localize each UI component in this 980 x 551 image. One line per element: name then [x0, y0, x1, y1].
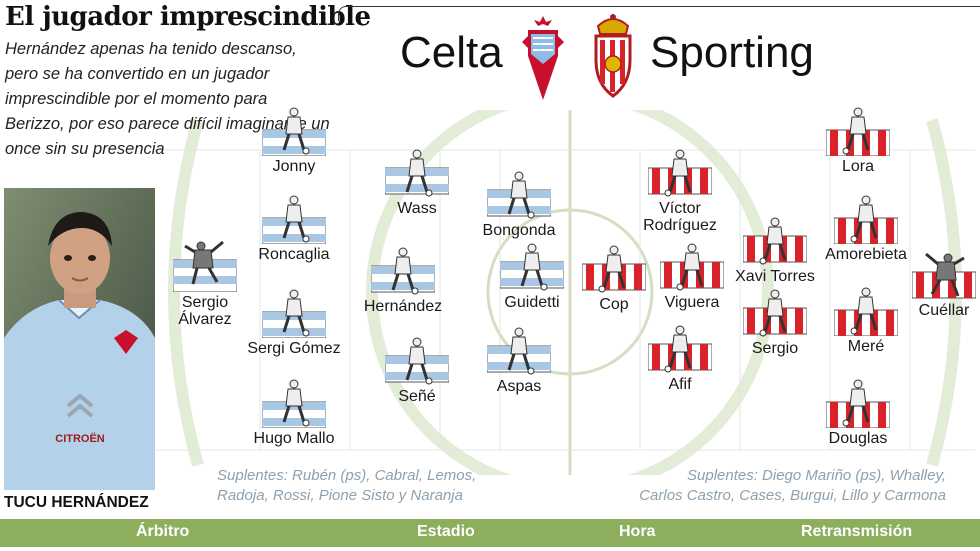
headline: El jugador imprescindible [5, 2, 371, 32]
player-figure-icon [385, 337, 449, 385]
player-sporting-sergio: Sergio [715, 288, 835, 378]
player-figure-icon [262, 289, 326, 338]
player-name: Guidetti [504, 294, 560, 311]
player-name: Aspas [496, 378, 542, 395]
player-celta-sergi-gomez: Sergi Gómez [234, 288, 354, 378]
player-photo: CITROËN [4, 188, 155, 490]
player-figure-icon [262, 379, 326, 428]
player-figure-icon [743, 217, 807, 265]
player-name: Víctor Rodríguez [643, 200, 717, 234]
player-name: Cuéllar [918, 302, 970, 319]
sporting-subs: Suplentes: Diego Mariño (ps), Whalley, C… [639, 467, 946, 504]
referee-label: Árbitro [136, 523, 190, 540]
shirt-sponsor: CITROËN [55, 432, 105, 445]
player-figure-icon [262, 107, 326, 156]
player-figure-icon [582, 245, 646, 293]
player-figure-icon [385, 149, 449, 197]
player-name: Sergio [751, 340, 799, 357]
player-celta-guidetti: Guidetti [472, 242, 592, 332]
player-sporting-amorebieta: Amorebieta [806, 194, 926, 284]
home-team-name: Celta [400, 28, 503, 77]
player-name: Afif [668, 376, 692, 393]
player-celta-goalkeeper: Sergio Álvarez [145, 238, 265, 328]
player-celta-roncaglia: Roncaglia [234, 194, 354, 284]
player-celta-hugo-mallo: Hugo Mallo [234, 378, 354, 468]
player-name: Sergio Álvarez [178, 294, 232, 328]
player-figure-icon [500, 243, 564, 291]
player-sporting-cop: Cop [554, 244, 674, 334]
celta-crest-icon [522, 16, 564, 100]
player-sporting-afif: Afif [620, 324, 740, 414]
goalkeeper-figure-icon [173, 240, 237, 292]
player-figure-icon [743, 289, 807, 337]
header-bracket [338, 6, 980, 21]
player-name: Bongonda [482, 222, 556, 239]
player-name: Hernández [363, 298, 443, 315]
player-celta-hernandez: Hernández [343, 246, 463, 336]
sporting-crest-icon [594, 14, 632, 98]
intro-text: Hernández apenas ha tenido descanso, per… [5, 40, 330, 158]
player-name: Viguera [664, 294, 720, 311]
away-team-name: Sporting [650, 28, 814, 77]
player-celta-sene: Señé [357, 336, 477, 426]
player-name: Señé [398, 388, 436, 405]
player-celta-jonny: Jonny [234, 106, 354, 196]
match-info-bar: Árbitro Estadio Hora Retransmisión [0, 519, 980, 547]
player-name: Xavi Torres [735, 268, 815, 285]
player-figure-icon [648, 325, 712, 373]
player-figure-icon [834, 287, 898, 336]
player-figure-icon [660, 243, 724, 291]
player-sporting-viguera: Viguera [632, 242, 752, 332]
player-figure-icon [648, 149, 712, 197]
player-figure-icon [826, 107, 890, 156]
player-name: Amorebieta [825, 246, 907, 263]
player-figure-icon [487, 327, 551, 375]
player-name: Lora [841, 158, 875, 175]
player-sporting-goalkeeper: Cuéllar [884, 250, 980, 340]
player-name: Hugo Mallo [253, 430, 335, 447]
player-celta-wass: Wass [357, 148, 477, 238]
stadium-label: Estadio [417, 523, 475, 540]
player-name: Cop [599, 296, 629, 313]
player-sporting-douglas: Douglas [798, 378, 918, 468]
player-figure-icon [262, 195, 326, 244]
player-name: Douglas [828, 430, 888, 447]
player-name: Jonny [272, 158, 316, 175]
player-name: Wass [397, 200, 437, 217]
player-sporting-victor-rodriguez: Víctor Rodríguez [620, 148, 740, 238]
player-figure-icon [487, 171, 551, 219]
player-name: Meré [847, 338, 885, 355]
player-celta-bongonda: Bongonda [459, 170, 579, 260]
player-celta-aspas: Aspas [459, 326, 579, 416]
player-figure-icon [371, 247, 435, 295]
time-label: Hora [619, 523, 656, 540]
celta-subs: Suplentes: Rubén (ps), Cabral, Lemos, Ra… [217, 467, 477, 504]
broadcast-label: Retransmisión [801, 523, 913, 540]
goalkeeper-figure-icon [912, 252, 976, 299]
photo-caption: TUCU HERNÁNDEZ [4, 494, 149, 511]
player-figure-icon [834, 195, 898, 244]
player-name: Roncaglia [258, 246, 330, 263]
player-sporting-mere: Meré [806, 286, 926, 376]
player-sporting-lora: Lora [798, 106, 918, 196]
player-name: Sergi Gómez [247, 340, 341, 357]
player-sporting-xavi-torres: Xavi Torres [715, 216, 835, 306]
player-figure-icon [826, 379, 890, 428]
